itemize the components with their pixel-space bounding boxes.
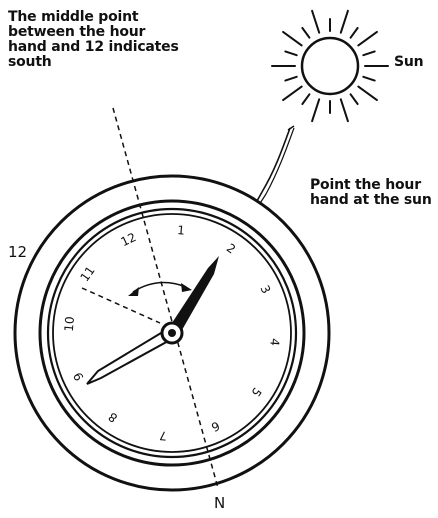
sun-ray	[358, 87, 377, 101]
sun-ray	[358, 32, 377, 46]
sun-ray	[312, 11, 319, 33]
sun-ray	[341, 11, 348, 33]
sun-ray	[363, 77, 374, 81]
sun-ray	[285, 51, 296, 55]
dial-number-10: 10	[62, 316, 77, 332]
sun-ray	[283, 87, 302, 101]
sun-ray	[285, 77, 296, 81]
sun-ray	[283, 32, 302, 46]
dial-number-4: 4	[267, 338, 282, 347]
sun-ray	[312, 99, 319, 121]
dial-number-1: 1	[177, 223, 186, 238]
dial-number-7: 7	[159, 428, 168, 443]
sun-ray	[363, 51, 374, 55]
sun-ray	[351, 94, 358, 104]
sun-label: Sun	[394, 55, 423, 70]
sun-icon	[272, 11, 388, 121]
outer-twelve-label: 12	[8, 243, 27, 261]
point-hour-hand-note: Point the hour hand at the sun	[310, 178, 438, 208]
north-label: N	[214, 494, 225, 512]
sun-ray	[341, 99, 348, 121]
sun-ray	[351, 28, 358, 38]
sun-ray	[302, 94, 309, 104]
south-instruction-note: The middle point between the hour hand a…	[8, 10, 183, 70]
sun-ray	[302, 28, 309, 38]
